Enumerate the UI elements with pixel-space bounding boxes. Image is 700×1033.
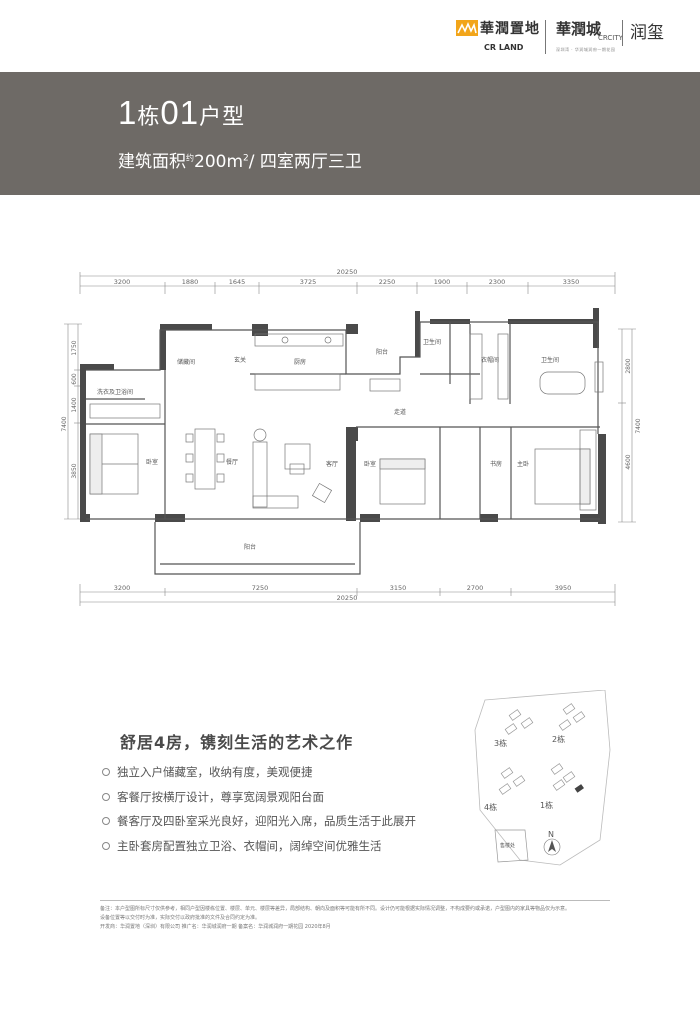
dim-top-4: 3725 [300, 278, 317, 286]
room-closet: 衣帽间 [481, 356, 499, 364]
dim-left-1: 1750 [71, 340, 78, 355]
room-foyer: 玄关 [234, 356, 246, 364]
footer-note-3: 开发商：华润置地（深圳）有限公司 推广名：华润城润府一期 备案名：华润城润府一期… [100, 924, 331, 930]
dim-top-7: 2300 [489, 278, 506, 286]
site-building-2: 2栋 [552, 734, 565, 744]
dim-bottom-3: 3150 [390, 584, 407, 592]
layout-text: / 四室两厅三卫 [248, 152, 362, 172]
bullet-icon [102, 817, 110, 826]
unit-type-num: 01 [160, 94, 200, 131]
unit-area-line: 建筑面积约200m2/ 四室两厅三卫 [118, 147, 362, 172]
dim-right-1: 2800 [625, 358, 632, 373]
floor-plan: 20250 3200 1880 1645 3725 2250 1900 2300… [60, 264, 640, 624]
unit-building-suffix: 栋 [137, 104, 161, 129]
dim-top-5: 2250 [379, 278, 396, 286]
dim-top-total: 20250 [337, 268, 358, 276]
dim-left-total: 7400 [61, 416, 68, 431]
room-balcony-bottom: 阳台 [244, 543, 256, 551]
logo-cr-land-cn: 華潤置地 [480, 21, 540, 37]
room-dining: 餐厅 [226, 458, 238, 466]
dim-right-2: 4600 [625, 454, 632, 469]
site-map: 3栋 2栋 4栋 1栋 N 售楼处 [460, 689, 620, 870]
feature-text: 餐客厅及四卧室采光良好，迎阳光入席，品质生活于此展开 [117, 814, 416, 829]
room-study: 书房 [490, 460, 502, 468]
room-corridor: 走道 [394, 408, 406, 416]
title-band: 1栋01户型 建筑面积约200m2/ 四室两厅三卫 [0, 72, 700, 195]
list-item: 餐客厅及四卧室采光良好，迎阳光入席，品质生活于此展开 [102, 813, 416, 838]
dim-bottom-2: 7250 [252, 584, 269, 592]
dim-top-2: 1880 [182, 278, 199, 286]
room-kitchen: 厨房 [294, 358, 306, 366]
footer-note-2: 设备位置等以交付时为准，实际交付以政府批准的文件及合同约定为准。 [100, 915, 261, 921]
logo-runxi: 润玺 [630, 23, 664, 43]
bullet-icon [102, 792, 110, 801]
dim-left-2: 600 [71, 373, 78, 385]
list-item: 客餐厅按横厅设计，尊享宽阔景观阳台面 [102, 789, 416, 814]
logo-crcity-en: CRCITY [598, 34, 623, 42]
cr-land-logo-icon [456, 20, 478, 36]
room-bedroom-left: 卧室 [146, 458, 158, 466]
footer-note-1: 备注：本户型图所标尺寸仅供参考，相同户型因楼栋位置、楼层、单元、楼层等差异，局部… [100, 906, 571, 912]
logo-crcity-cn: 華潤城 [556, 20, 602, 38]
list-item: 主卧套房配置独立卫浴、衣帽间，阔绰空间优雅生活 [102, 838, 416, 863]
bullet-icon [102, 768, 110, 776]
dim-top-1: 3200 [114, 278, 131, 286]
area-sup: 2 [243, 153, 249, 164]
room-laundry: 洗衣及卫浴间 [97, 388, 133, 396]
feature-text: 主卧套房配置独立卫浴、衣帽间，阔绰空间优雅生活 [117, 838, 382, 853]
logo-crcity-sub: 深圳湾 · 华润城润府一期花园 [556, 47, 616, 52]
dim-top-6: 1900 [434, 278, 451, 286]
site-building-3: 3栋 [494, 738, 507, 748]
room-bath2: 卫生间 [541, 356, 559, 364]
room-living: 客厅 [326, 460, 338, 468]
room-entry-storage: 储藏间 [177, 358, 195, 366]
dim-top-3: 1645 [229, 278, 246, 286]
footer-notes: 备注：本户型图所标尺寸仅供参考，相同户型因楼栋位置、楼层、单元、楼层等差异，局部… [100, 905, 615, 932]
dim-bottom-1: 3200 [114, 584, 131, 592]
area-value: 200m [194, 152, 244, 172]
room-master: 主卧 [517, 460, 529, 468]
area-label: 建筑面积 [118, 152, 186, 172]
site-building-1: 1栋 [540, 800, 553, 810]
feature-text: 客餐厅按横厅设计，尊享宽阔景观阳台面 [117, 789, 324, 804]
site-building-4: 4栋 [484, 802, 497, 812]
dim-bottom-total: 20250 [337, 594, 358, 602]
unit-type-suffix: 户型 [199, 104, 246, 129]
dim-left-3: 1400 [71, 397, 78, 412]
features-title: 舒居4房，镌刻生活的艺术之作 [120, 733, 354, 752]
footer-divider [100, 900, 610, 901]
feature-text: 独立入户储藏室，收纳有度，美观便捷 [117, 765, 313, 779]
room-bedroom-mid: 卧室 [364, 460, 376, 468]
bullet-icon [102, 841, 110, 850]
dim-bottom-5: 3950 [555, 584, 572, 592]
logo-divider [545, 20, 546, 54]
site-north: N [548, 830, 554, 839]
area-prefix: 约 [186, 153, 194, 163]
unit-title: 1栋01户型 [118, 94, 245, 132]
dim-right-total: 7400 [635, 418, 640, 433]
logo-cr-land-en: CR LAND [484, 43, 524, 52]
features-list: 独立入户储藏室，收纳有度，美观便捷 客餐厅按横厅设计，尊享宽阔景观阳台面 餐客厅… [102, 764, 416, 862]
room-bath1: 卫生间 [423, 338, 441, 346]
unit-building-num: 1 [118, 94, 138, 131]
dim-top-8: 3350 [563, 278, 580, 286]
logo-divider [622, 20, 623, 46]
dim-left-4: 3850 [71, 463, 78, 478]
room-balcony-top: 阳台 [376, 348, 388, 356]
site-sales: 售楼处 [500, 842, 515, 849]
list-item: 独立入户储藏室，收纳有度，美观便捷 [102, 764, 416, 789]
logo-bar: 華潤置地 CR LAND 華潤城 CRCITY 深圳湾 · 华润城润府一期花园 … [0, 0, 700, 72]
dim-bottom-4: 2700 [467, 584, 484, 592]
